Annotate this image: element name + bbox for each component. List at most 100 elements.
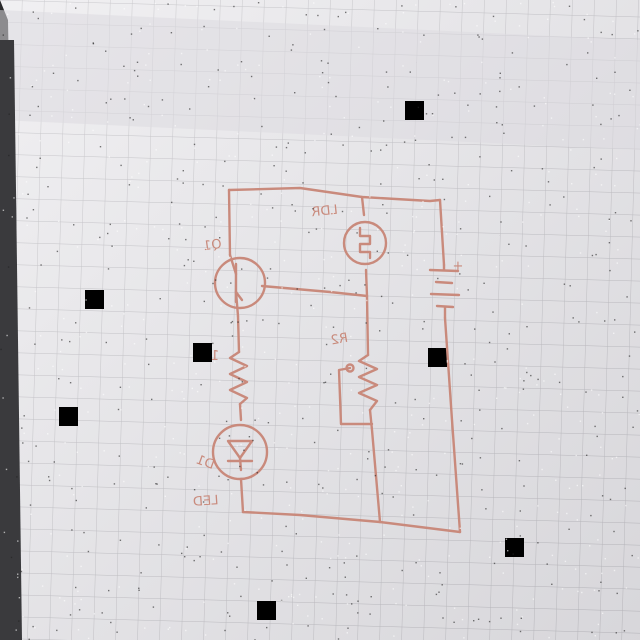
noise-dot [48, 476, 50, 478]
noise-dot [636, 410, 639, 412]
noise-dot [571, 183, 573, 185]
noise-dot [184, 5, 186, 7]
noise-dot [302, 518, 304, 520]
noise-dot [34, 343, 36, 345]
noise-dot [285, 525, 287, 528]
noise-dot [423, 418, 425, 420]
noise-dot [283, 259, 286, 262]
noise-dot [47, 186, 49, 188]
noise-dot [228, 435, 231, 437]
noise-dot [517, 155, 520, 158]
noise-dot [116, 230, 119, 232]
noise-dot [159, 298, 161, 300]
noise-dot [307, 615, 309, 617]
noise-dot [262, 319, 264, 321]
noise-dot [527, 36, 529, 39]
noise-dot [471, 437, 473, 440]
noise-dot [124, 220, 126, 222]
noise-dot [18, 597, 21, 599]
noise-dot [442, 178, 444, 180]
noise-dot [324, 381, 327, 383]
noise-dot [414, 139, 417, 141]
noise-dot [488, 620, 491, 623]
noise-dot [631, 554, 633, 557]
noise-dot [185, 238, 187, 241]
noise-dot [527, 265, 530, 267]
noise-dot [8, 113, 10, 115]
noise-dot [287, 142, 289, 144]
noise-dot [418, 178, 420, 180]
noise-dot [518, 460, 521, 462]
noise-dot [66, 89, 69, 92]
noise-dot [614, 185, 616, 187]
ldr-symbol [342, 220, 388, 266]
noise-dot [503, 387, 506, 389]
noise-dot [569, 285, 571, 287]
noise-dot [280, 600, 283, 602]
noise-dot [120, 325, 123, 327]
noise-dot [65, 54, 67, 57]
noise-dot [288, 382, 290, 384]
noise-dot [412, 506, 414, 508]
noise-dot [39, 140, 41, 142]
noise-dot [448, 555, 450, 557]
noise-dot [496, 397, 498, 399]
noise-dot [598, 590, 600, 592]
noise-dot [77, 629, 80, 631]
noise-dot [185, 548, 187, 550]
noise-dot [63, 317, 65, 320]
noise-dot [422, 200, 424, 203]
noise-dot [558, 438, 560, 440]
noise-dot [176, 178, 179, 180]
noise-dot [432, 114, 434, 116]
noise-dot [449, 527, 451, 529]
noise-dot [273, 165, 275, 167]
noise-dot [355, 292, 357, 294]
noise-dot [140, 572, 142, 574]
noise-dot [198, 526, 200, 528]
noise-dot [528, 201, 530, 204]
noise-dot [493, 562, 496, 565]
noise-dot [428, 164, 430, 166]
noise-dot [542, 124, 544, 127]
noise-dot [391, 451, 393, 453]
noise-dot [230, 282, 232, 284]
noise-dot [275, 146, 278, 148]
noise-dot [481, 489, 483, 491]
noise-dot [344, 576, 346, 578]
noise-dot [587, 52, 589, 54]
noise-dot [11, 216, 13, 218]
noise-dot [609, 92, 611, 95]
noise-dot [502, 572, 504, 574]
noise-dot [624, 487, 626, 490]
noise-dot [564, 560, 567, 563]
noise-dot [525, 367, 527, 369]
noise-dot [37, 17, 39, 20]
noise-dot [492, 311, 494, 313]
r2-lower-wire [368, 408, 382, 524]
noise-dot [207, 502, 209, 504]
noise-dot [327, 81, 330, 84]
noise-dot [105, 102, 107, 104]
noise-dot [611, 458, 613, 460]
noise-dot [417, 106, 420, 109]
noise-dot [76, 451, 78, 453]
noise-dot [266, 208, 268, 211]
noise-dot [346, 632, 348, 634]
noise-dot [241, 381, 243, 383]
noise-dot [28, 307, 31, 309]
noise-dot [222, 185, 224, 187]
noise-dot [605, 230, 607, 232]
noise-dot [358, 126, 361, 129]
noise-dot [102, 393, 105, 396]
noise-dot [127, 304, 129, 306]
noise-dot [488, 341, 491, 344]
noise-dot [39, 335, 42, 337]
noise-dot [556, 511, 559, 513]
noise-dot [213, 8, 216, 11]
noise-dot [622, 396, 624, 398]
noise-dot [585, 573, 587, 575]
noise-dot [637, 30, 639, 32]
noise-dot [268, 35, 270, 37]
